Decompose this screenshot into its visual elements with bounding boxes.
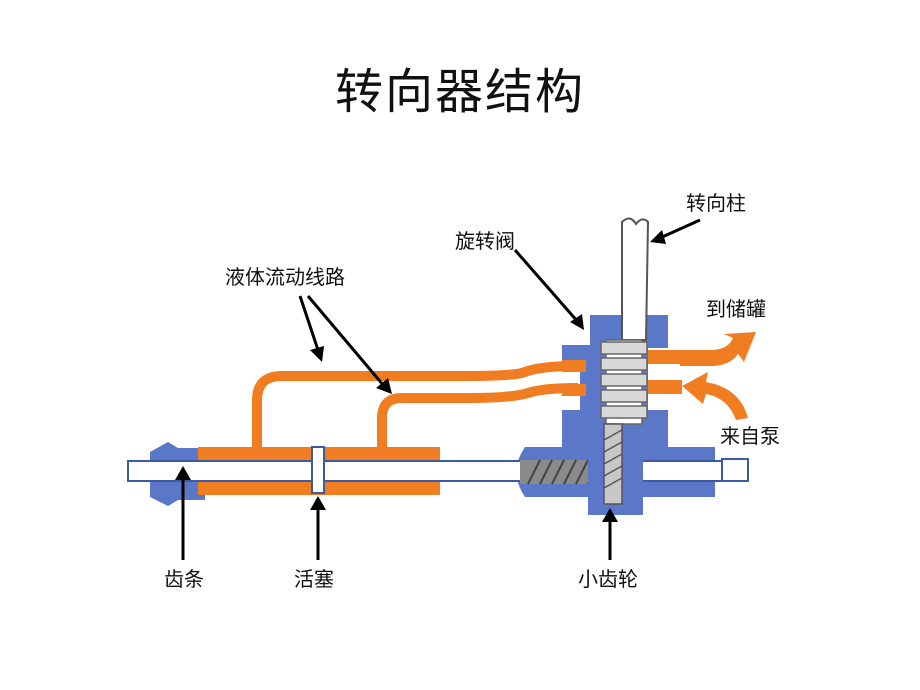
label-from-pump: 来自泵 [720,424,780,448]
rack-right-end [721,458,749,482]
label-piston: 活塞 [294,567,334,591]
callout-arrows [175,218,701,560]
steering-column-shaft [621,217,650,341]
fluid-line-upper [252,361,579,448]
label-to-tank: 到储罐 [706,297,766,321]
label-fluid-line: 液体流动线路 [225,265,345,289]
label-pinion: 小齿轮 [578,567,638,591]
port-left-lower [562,384,586,396]
port-left-upper [562,360,586,372]
pinion-shaft [603,423,623,505]
label-rack: 齿条 [164,567,204,591]
fluid-line-lower [377,383,579,448]
from-pump-arrow [682,372,748,420]
to-tank-arrow [680,332,756,366]
label-steering-column: 转向柱 [686,191,746,215]
label-rotary-valve: 旋转阀 [455,229,515,253]
piston [311,446,325,494]
rack-bar [127,460,749,482]
port-right-upper [648,350,682,364]
slide-title: 转向器结构 [334,64,585,120]
valve-spool-rings [600,341,648,419]
pinion-helix [603,429,623,489]
port-right-lower [648,380,682,394]
